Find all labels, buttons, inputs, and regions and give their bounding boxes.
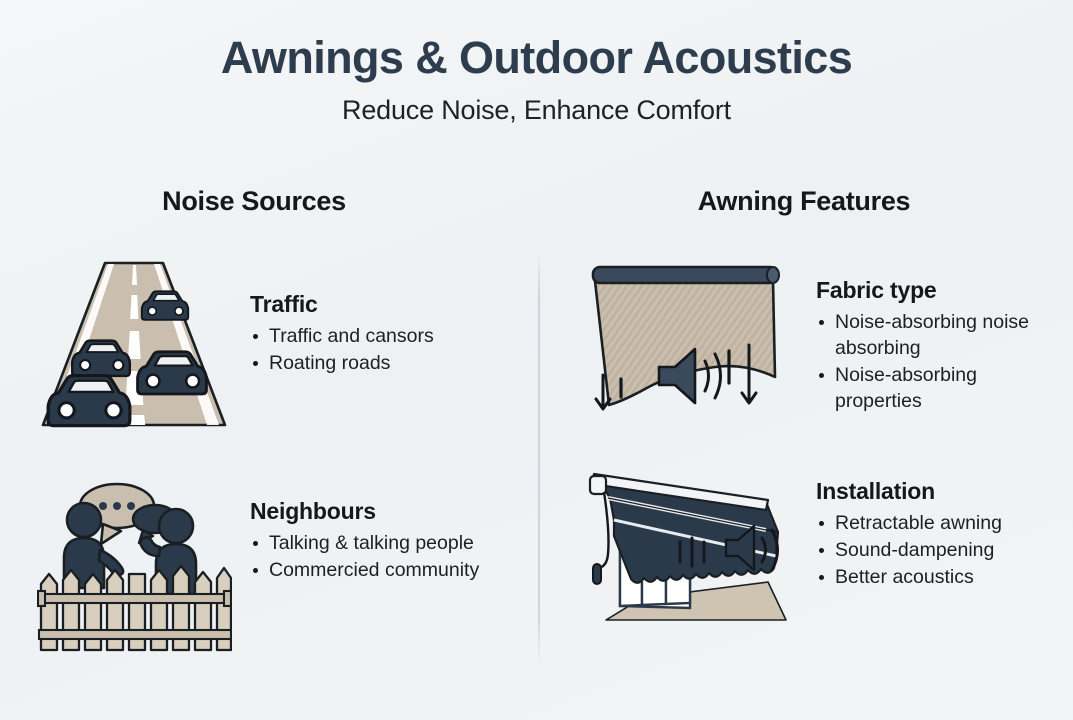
- feature-fabric-type: Fabric type Noise-absorbing noise absorb…: [578, 255, 1058, 420]
- speaker-icon: [724, 524, 779, 572]
- list-item: Noise-absorbing noise absorbing: [816, 310, 1058, 362]
- feature-bullets-fabric-type: Noise-absorbing noise absorbing Noise-ab…: [816, 310, 1058, 415]
- column-awning-features: Awning Features: [536, 186, 1072, 656]
- list-item: Commercied community: [250, 558, 514, 584]
- page-subtitle: Reduce Noise, Enhance Comfort: [342, 94, 731, 125]
- list-item: Noise-absorbing properties: [816, 363, 1058, 415]
- down-arrows: [594, 343, 758, 411]
- columns-container: Noise Sources: [0, 186, 1073, 656]
- feature-title-traffic: Traffic: [250, 291, 318, 317]
- column-heading-awning-features: Awning Features: [697, 186, 911, 216]
- fabric-roll-acoustic-icon: [578, 255, 794, 420]
- column-noise-sources: Noise Sources: [0, 186, 536, 656]
- feature-title-fabric-type: Fabric type: [816, 277, 937, 303]
- neighbours-fence-icon: [36, 476, 232, 656]
- feature-neighbours: Neighbours Talking & talking people Comm…: [36, 476, 514, 656]
- feature-bullets-installation: Retractable awning Sound-dampening Bette…: [816, 511, 1058, 591]
- speaker-icon: [657, 347, 697, 405]
- feature-title-neighbours: Neighbours: [250, 498, 376, 524]
- crank-handle: [592, 491, 610, 585]
- list-item: Better acoustics: [816, 565, 1058, 591]
- page-title: Awnings & Outdoor Acoustics: [220, 32, 853, 83]
- column-heading-noise-sources: Noise Sources: [162, 186, 346, 216]
- feature-text-traffic: Traffic Traffic and cansors Roating road…: [232, 259, 514, 378]
- feature-text-neighbours: Neighbours Talking & talking people Comm…: [232, 476, 514, 585]
- header: Awnings & Outdoor Acoustics Reduce Noise…: [0, 32, 1073, 126]
- road-traffic-icon: [36, 259, 232, 429]
- feature-installation: Installation Retractable awning Sound-da…: [578, 458, 1058, 638]
- column-divider: [538, 250, 540, 665]
- list-item: Talking & talking people: [250, 531, 514, 557]
- list-item: Traffic and cansors: [250, 324, 514, 350]
- vibration-ticks: [619, 349, 731, 399]
- retractable-awning-icon: [578, 458, 794, 638]
- list-item: Roating roads: [250, 351, 514, 377]
- feature-title-installation: Installation: [816, 478, 936, 504]
- list-item: Retractable awning: [816, 511, 1058, 537]
- sound-waves: [703, 352, 722, 400]
- feature-text-fabric-type: Fabric type Noise-absorbing noise absorb…: [794, 255, 1058, 416]
- feature-text-installation: Installation Retractable awning Sound-da…: [794, 458, 1058, 592]
- feature-bullets-traffic: Traffic and cansors Roating roads: [250, 324, 514, 377]
- feature-traffic: Traffic Traffic and cansors Roating road…: [36, 259, 514, 429]
- feature-bullets-neighbours: Talking & talking people Commercied comm…: [250, 531, 514, 584]
- list-item: Sound-dampening: [816, 538, 1058, 564]
